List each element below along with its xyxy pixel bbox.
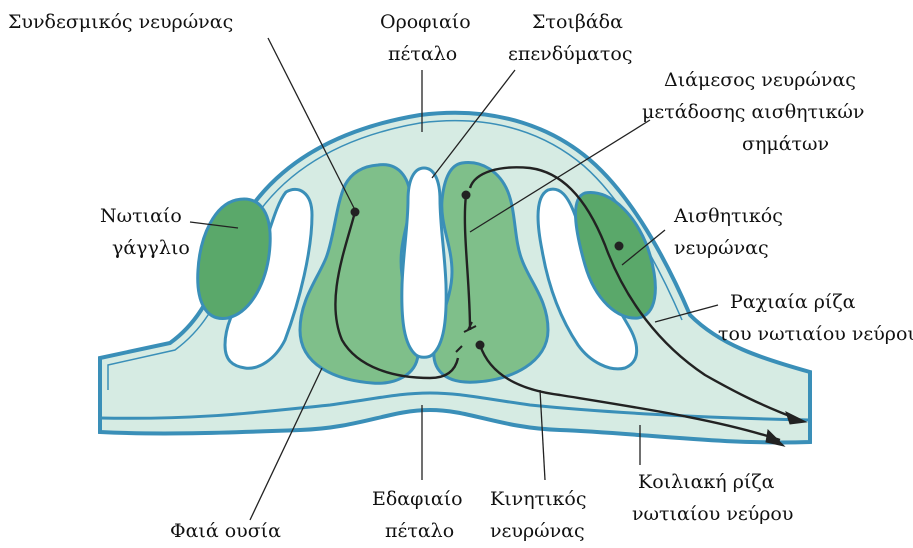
label-interneuron-line3: σημάτων	[742, 133, 829, 155]
label-ependymal-line1: Στοιβάδα	[532, 11, 623, 33]
label-sensory-neuron-line2: νευρώνας	[674, 237, 769, 259]
label-dorsal-ganglion-line2: γάγγλιο	[112, 237, 190, 259]
label-motor-neuron-line1: Κινητικός	[490, 488, 587, 510]
label-roof-plate-line2: πέταλο	[388, 43, 457, 65]
label-floor-plate-line2: πέταλο	[385, 520, 454, 542]
interneuron-soma	[462, 191, 471, 200]
sensory-neuron-soma	[615, 242, 624, 251]
label-dorsal-root-line2: του νωτιαίου νεύρου	[718, 323, 913, 345]
label-ventral-root-line1: Κοιλιακή ρίζα	[638, 471, 775, 493]
central-canal	[402, 168, 446, 357]
label-commissural-neuron: Συνδεσμικός νευρώνας	[8, 11, 233, 33]
label-sensory-neuron-line1: Αισθητικός	[673, 205, 783, 227]
label-grey-matter: Φαιά ουσία	[170, 520, 281, 542]
motor-neuron-soma	[476, 341, 485, 350]
label-ependymal-line2: επενδύματος	[508, 43, 632, 65]
label-motor-neuron-line2: νευρώνας	[490, 520, 585, 542]
label-ventral-root-line2: νωτιαίου νεύρου	[632, 503, 793, 525]
label-dorsal-ganglion-line1: Νωτιαίο	[100, 205, 182, 227]
label-interneuron-line1: Διάμεσος νευρώνας	[664, 69, 856, 91]
label-interneuron-line2: μετάδοσης αισθητικών	[642, 101, 864, 123]
label-roof-plate-line1: Οροφιαίο	[380, 11, 471, 33]
label-dorsal-root-line1: Ραχιαία ρίζα	[730, 291, 856, 313]
label-floor-plate-line1: Εδαφιαίο	[372, 488, 463, 510]
